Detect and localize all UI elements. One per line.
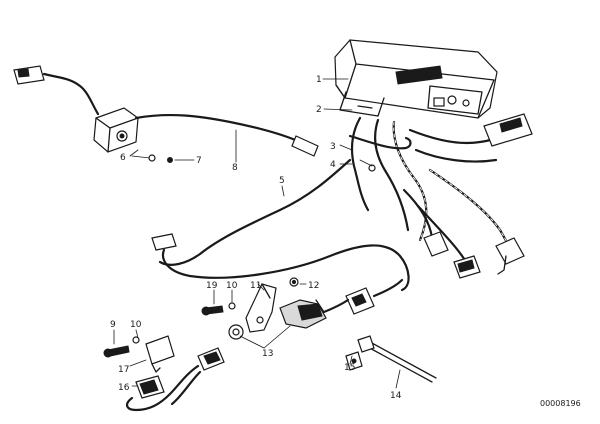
callout-17: 17 (118, 365, 129, 375)
plug-connector-left (13, 65, 100, 116)
drawing-reference: 00008196 (540, 399, 581, 408)
callout-4: 4 (330, 160, 336, 170)
connector-plugs-right (423, 231, 525, 279)
callout-14: 14 (390, 391, 402, 401)
callout-2: 2 (316, 105, 322, 115)
callout-10: 10 (130, 320, 142, 330)
stalk-harness (134, 113, 319, 157)
callout-12: 12 (308, 281, 319, 291)
callout-11: 11 (250, 281, 261, 291)
control-unit (334, 39, 498, 119)
brake-switch-assembly (201, 277, 404, 340)
callout-3: 3 (330, 142, 336, 152)
callout-8: 8 (232, 163, 238, 173)
callout-1: 1 (316, 75, 322, 85)
clip-part (345, 351, 363, 371)
mounting-bracket (339, 91, 385, 117)
lower-left-harness (103, 335, 225, 412)
callout-15: 15 (344, 363, 355, 373)
callout-5: 5 (279, 176, 285, 186)
callout-9: 9 (110, 320, 116, 330)
callout-7: 7 (196, 156, 202, 166)
callout-13: 13 (262, 349, 273, 359)
callout-10b: 10 (226, 281, 238, 291)
callout-6: 6 (120, 153, 126, 163)
main-harness (151, 113, 533, 292)
callout-labels: 1 2 3 4 5 8 6 7 9 10 19 10 11 12 13 17 1… (110, 75, 402, 401)
callout-16: 16 (118, 383, 130, 393)
switch-module (93, 107, 139, 153)
cable-tie (357, 335, 437, 383)
leader-lines (113, 78, 401, 389)
screw-part-8 (131, 154, 173, 163)
callout-19: 19 (206, 281, 218, 291)
